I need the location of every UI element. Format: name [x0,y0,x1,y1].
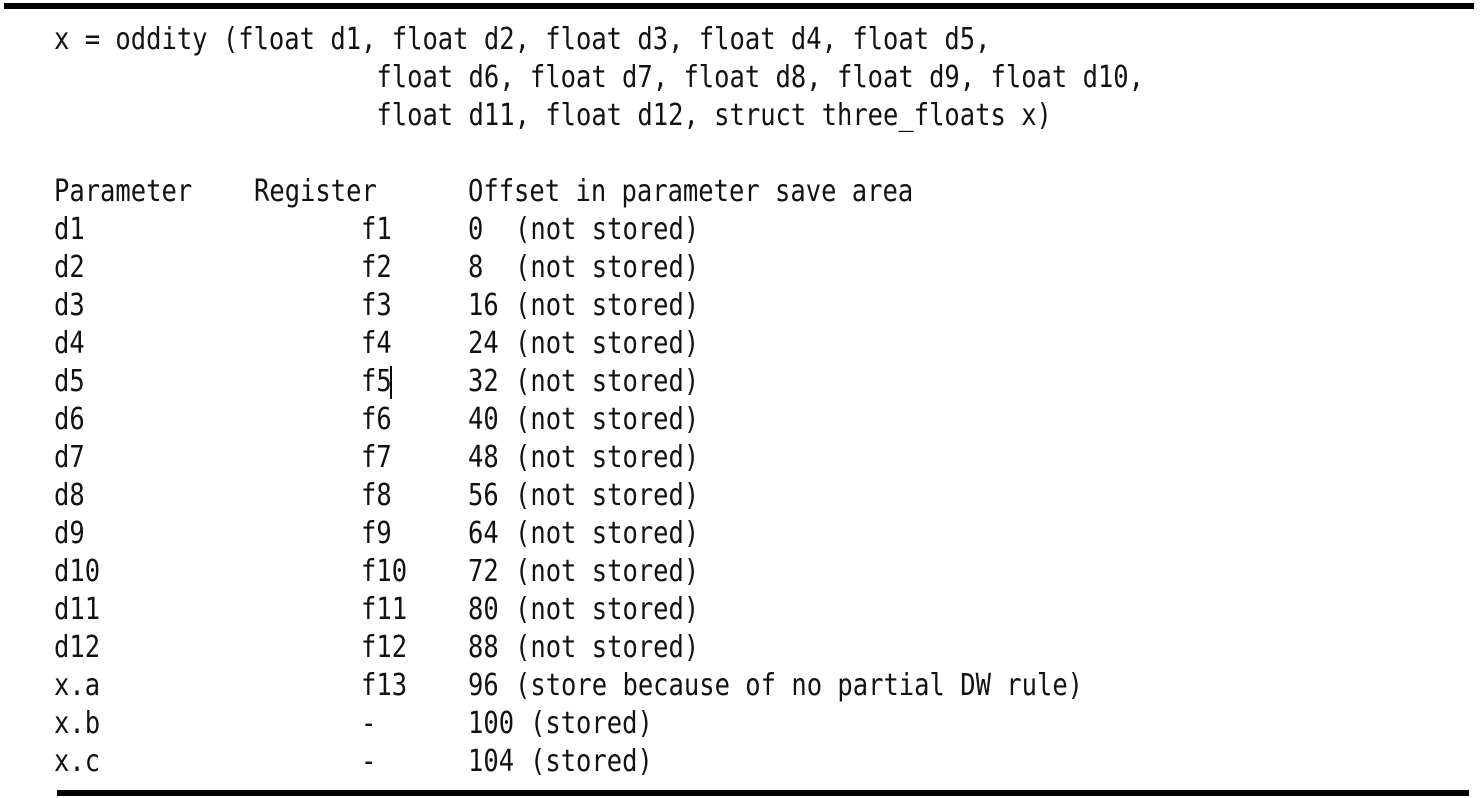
signature-text: float d6, float d7, float d8, float d9, … [54,60,1145,95]
parameter-cell: d7 [54,440,85,475]
parameter-cell: d1 [54,212,85,247]
signature-line: float d6, float d7, float d8, float d9, … [54,59,1474,97]
parameter-cell: d5 [54,364,85,399]
table-row: d12 f12 88 (not stored) [54,629,1474,667]
offset-cell: 56 [468,478,499,513]
note-cell: (not stored) [515,402,700,437]
header-register: Register [254,174,377,209]
parameter-cell: d11 [54,592,101,627]
table-row: d7 f7 48 (not stored) [54,439,1474,477]
offset-cell: 32 [468,364,499,399]
parameter-cell: d6 [54,402,85,437]
signature-line: float d11, float d12, struct three_float… [54,97,1474,135]
parameter-cell: d3 [54,288,85,323]
register-cell: f9 [361,516,392,551]
parameter-cell: d2 [54,250,85,285]
table-row: d11 f11 80 (not stored) [54,591,1474,629]
register-cell: f13 [361,668,408,703]
signature-text: x = oddity (float d1, float d2, float d3… [54,22,991,57]
signature-text: float d11, float d12, struct three_float… [54,98,1052,133]
offset-cell: 16 [468,288,499,323]
header-offset: Offset in parameter save area [468,174,914,209]
register-cell: f7 [361,440,392,475]
offset-cell: 8 [468,250,484,285]
register-cell: f11 [361,592,408,627]
parameter-cell: d4 [54,326,85,361]
note-cell: (store because of no partial DW rule) [515,668,1084,703]
note-cell: (not stored) [515,250,700,285]
table-row: x.c - 104 (stored) [54,743,1474,781]
register-cell: f12 [361,630,408,665]
note-cell: (not stored) [515,364,700,399]
table-row: x.b - 100 (stored) [54,705,1474,743]
table-row: d2 f2 8 (not stored) [54,249,1474,287]
note-cell: (not stored) [515,440,700,475]
offset-cell: 72 [468,554,499,589]
offset-cell: 40 [468,402,499,437]
figure-top-rule [4,3,1474,9]
offset-cell: 48 [468,440,499,475]
table-row: d4 f4 24 (not stored) [54,325,1474,363]
figure-bottom-rule [57,790,1469,796]
offset-cell: 88 [468,630,499,665]
text-caret [390,366,392,399]
header-parameter: Parameter [54,174,193,209]
table-row: d5 f5 32 (not stored) [54,363,1474,401]
offset-cell: 100 [468,706,515,741]
register-cell: f3 [361,288,392,323]
parameter-cell: x.a [54,668,101,703]
parameter-cell: d12 [54,630,101,665]
register-cell: f5 [361,364,392,399]
register-cell: f4 [361,326,392,361]
register-cell: f6 [361,402,392,437]
table-row: x.a f13 96 (store because of no partial DW … [54,667,1474,705]
offset-cell: 104 [468,744,515,779]
offset-cell: 24 [468,326,499,361]
note-cell: (not stored) [515,478,700,513]
register-cell: f8 [361,478,392,513]
note-cell: (not stored) [515,630,700,665]
parameter-cell: d8 [54,478,85,513]
offset-cell: 96 [468,668,499,703]
register-cell: f2 [361,250,392,285]
note-cell: (not stored) [515,288,700,323]
register-cell: f10 [361,554,408,589]
offset-cell: 80 [468,592,499,627]
table-header-row: Parameter Register Offset in parameter sav… [54,173,1474,211]
register-cell: f1 [361,212,392,247]
table-row: d1 f1 0 (not stored) [54,211,1474,249]
offset-cell: 0 [468,212,484,247]
parameter-cell: x.b [54,706,101,741]
note-cell: (stored) [530,706,653,741]
table-row: d3 f3 16 (not stored) [54,287,1474,325]
table-row: d8 f8 56 (not stored) [54,477,1474,515]
parameter-cell: d9 [54,516,85,551]
table-row: d9 f9 64 (not stored) [54,515,1474,553]
note-cell: (not stored) [515,554,700,589]
note-cell: (stored) [530,744,653,779]
note-cell: (not stored) [515,516,700,551]
note-cell: (not stored) [515,592,700,627]
note-cell: (not stored) [515,326,700,361]
register-cell: - [361,744,377,779]
signature-line: x = oddity (float d1, float d2, float d3… [54,21,1474,59]
parameter-cell: d10 [54,554,101,589]
register-cell: - [361,706,377,741]
parameter-cell: x.c [54,744,101,779]
note-cell: (not stored) [515,212,700,247]
offset-cell: 64 [468,516,499,551]
table-row: d10 f10 72 (not stored) [54,553,1474,591]
table-row: d6 f6 40 (not stored) [54,401,1474,439]
